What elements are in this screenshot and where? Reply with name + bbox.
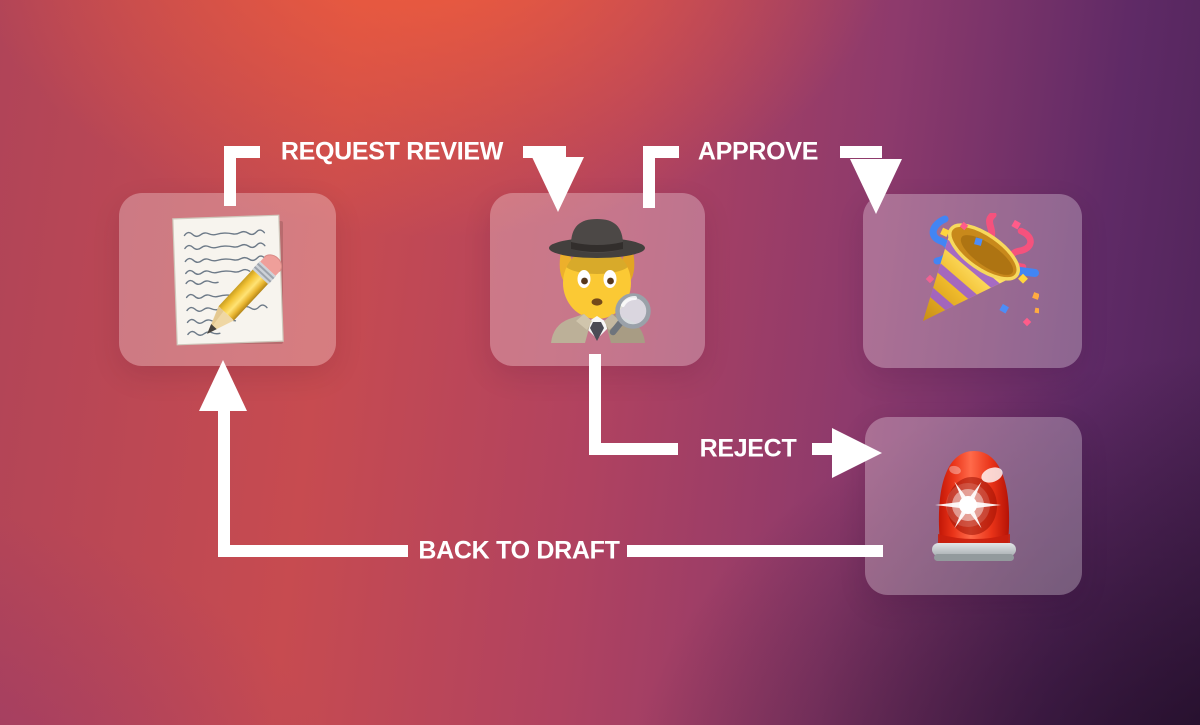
approve-connector-vertical	[643, 146, 655, 208]
party-popper-icon	[922, 213, 1039, 327]
approve-connector-horizontal-end	[840, 146, 882, 158]
memo-icon	[171, 214, 284, 345]
approve-arrowhead-down-icon	[850, 159, 902, 214]
edge-label-approve: APPROVE	[697, 137, 819, 166]
edge-label-request-review: REQUEST REVIEW	[280, 137, 504, 166]
back-to-draft-connector-horizontal-end	[627, 545, 883, 557]
request-review-arrowhead-down-icon	[532, 157, 584, 212]
reject-connector-horizontal-start	[589, 443, 678, 455]
node-draft	[119, 193, 336, 366]
edge-label-reject: REJECT	[699, 434, 797, 463]
node-rejected	[865, 417, 1082, 595]
edge-label-back-to-draft: BACK TO DRAFT	[418, 536, 620, 565]
approve-connector-horizontal-start	[643, 146, 679, 158]
rotating-light-icon	[931, 451, 1016, 561]
node-approved	[863, 194, 1082, 368]
back-to-draft-connector-vertical	[218, 408, 230, 557]
request-review-connector-vertical	[224, 146, 236, 206]
detective-icon	[548, 218, 651, 343]
reject-connector-horizontal-end	[812, 443, 838, 455]
back-to-draft-arrowhead-up-icon	[199, 360, 247, 411]
node-review	[490, 193, 705, 366]
back-to-draft-connector-horizontal-start	[218, 545, 408, 557]
reject-connector-vertical	[589, 354, 601, 455]
request-review-connector-horizontal-start	[224, 146, 260, 158]
reject-arrowhead-right-icon	[832, 428, 882, 478]
request-review-connector-horizontal-end	[523, 146, 566, 158]
